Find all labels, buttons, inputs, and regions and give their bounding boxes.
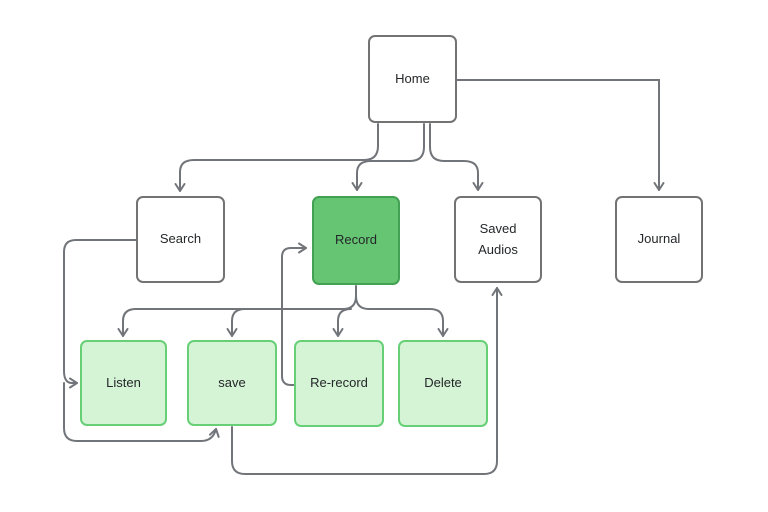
node-search[interactable]: Search xyxy=(136,196,225,283)
edge-home-journal xyxy=(456,79,665,191)
node-record[interactable]: Record xyxy=(312,196,400,285)
node-label: Journal xyxy=(637,231,681,247)
node-save[interactable]: save xyxy=(187,340,277,426)
node-label: Search xyxy=(159,231,202,247)
edge-save-saved-audios xyxy=(231,287,503,475)
node-listen[interactable]: Listen xyxy=(80,340,167,426)
node-label: Re-record xyxy=(310,375,368,391)
node-home[interactable]: Home xyxy=(368,35,457,123)
node-label: Home xyxy=(395,70,430,86)
node-label: save xyxy=(218,374,246,390)
edge-home-search xyxy=(174,123,379,192)
edge-record-listen xyxy=(117,285,357,337)
edge-search-listen xyxy=(63,239,137,389)
edge-record-re-record xyxy=(332,308,352,337)
node-label: Listen xyxy=(106,374,141,390)
edge-home-saved-audios xyxy=(429,123,484,191)
edge-record-save xyxy=(226,308,246,337)
node-saved-audios[interactable]: Saved Audios xyxy=(454,196,542,283)
node-re-record[interactable]: Re-record xyxy=(294,340,384,427)
node-label: Saved Audios xyxy=(478,221,518,257)
edge-re-record-record xyxy=(281,242,307,386)
node-label: Record xyxy=(335,232,377,248)
node-label: Delete xyxy=(424,375,462,391)
node-delete[interactable]: Delete xyxy=(398,340,488,427)
edge-record-delete xyxy=(355,295,449,337)
edge-listen-save xyxy=(63,382,220,442)
edge-home-record xyxy=(351,123,425,191)
node-journal[interactable]: Journal xyxy=(615,196,703,283)
